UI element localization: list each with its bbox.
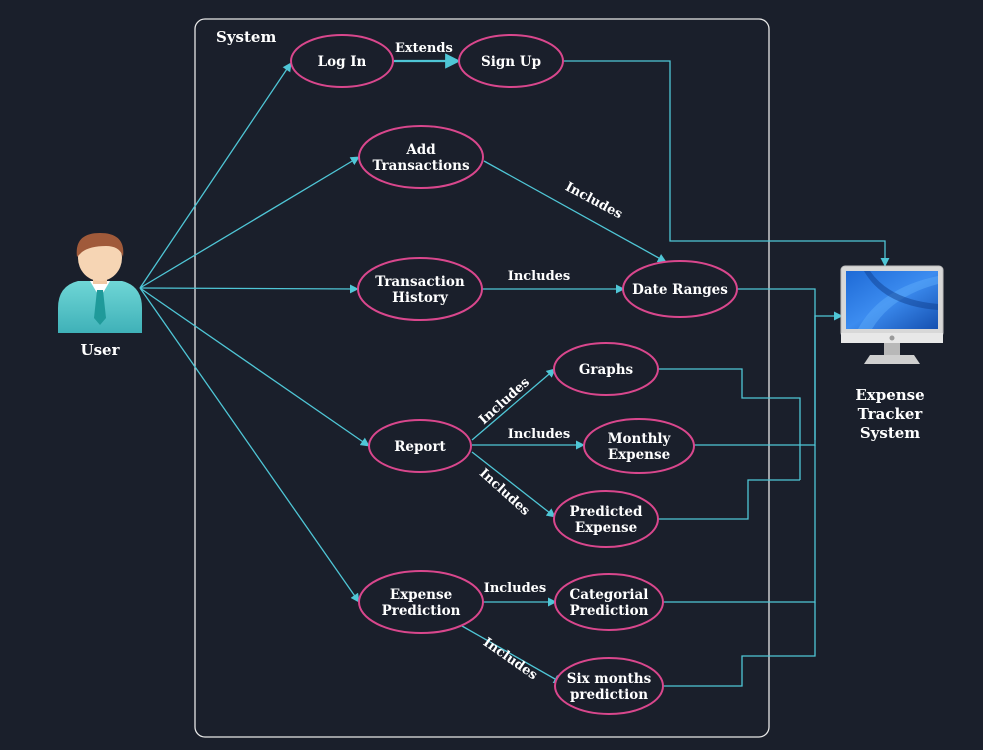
label-include-add-dates: Includes [563, 180, 625, 223]
system-boundary [194, 18, 770, 738]
text-line: Log In [318, 54, 367, 70]
usecase-transaction-history[interactable] [357, 257, 483, 321]
text-line: Monthly [608, 431, 672, 447]
predicted-to-tracker [658, 479, 800, 520]
include-report-predicted-line [471, 451, 556, 518]
usecase-label-login: Log In [318, 54, 367, 70]
assoc-user-report [139, 287, 370, 447]
include-extend-relations [394, 53, 667, 684]
businessman-icon[interactable] [58, 233, 142, 333]
text-line: Expense [390, 587, 452, 603]
text-line: Six months [567, 671, 652, 687]
text-line: Sign Up [481, 54, 541, 70]
usecase-report[interactable] [368, 419, 472, 473]
text-line: Expense [855, 386, 924, 404]
text-line: Predicted [570, 504, 643, 520]
include-report-graphs-line [471, 368, 556, 441]
include-add-dates-line [483, 160, 667, 263]
text-line: Transaction [375, 274, 465, 290]
usecase-label-report: Report [394, 439, 446, 455]
text-line: History [392, 290, 449, 306]
usecase-graphs[interactable] [553, 342, 659, 396]
text-line: Expense [575, 520, 637, 536]
label-include-history-dates: Includes [508, 269, 571, 284]
usecase-expense-prediction[interactable] [358, 570, 484, 634]
usecase-predicted-expense[interactable] [553, 490, 659, 548]
graphs-to-tracker [658, 368, 801, 480]
assoc-user-login [139, 62, 292, 289]
label-include-exp-categ: Includes [484, 581, 547, 596]
text-line: Add [405, 142, 436, 158]
usecase-add-transactions[interactable] [358, 125, 484, 189]
six-to-tracker [664, 602, 816, 687]
usecase-signup[interactable] [458, 34, 564, 88]
user-associations [139, 62, 370, 603]
usecase-label-graphs: Graphs [579, 362, 634, 378]
text-line: Tracker [858, 405, 924, 423]
label-extends: Extends [395, 41, 453, 56]
text-line: Report [394, 439, 446, 455]
text-line: Transactions [372, 158, 469, 174]
user-label: User [81, 341, 121, 359]
use-cases [290, 34, 738, 715]
usecase-login[interactable] [290, 34, 394, 88]
signup-to-tracker [564, 60, 890, 267]
usecase-categorial-prediction[interactable] [554, 573, 664, 631]
usecase-monthly-expense[interactable] [583, 418, 695, 474]
text-line: Prediction [382, 603, 461, 619]
usecase-label-dates: Date Ranges [632, 282, 728, 298]
assoc-user-add [139, 156, 360, 289]
text-line: System [860, 424, 920, 442]
assoc-user-history [139, 284, 359, 294]
usecase-date-ranges[interactable] [622, 260, 738, 318]
text-line: Date Ranges [632, 282, 728, 298]
desktop-monitor-icon[interactable] [840, 265, 944, 364]
label-include-report-monthly: Includes [508, 427, 571, 442]
label-include-exp-six: Includes [480, 635, 540, 683]
text-line: prediction [570, 687, 648, 703]
text-line: Graphs [579, 362, 634, 378]
label-include-report-graphs: Includes [476, 375, 533, 428]
text-line: Prediction [570, 603, 649, 619]
usecase-label-signup: Sign Up [481, 54, 541, 70]
text-line: Expense [608, 447, 670, 463]
usecase-six-months-prediction[interactable] [554, 657, 664, 715]
assoc-user-exppred [139, 287, 360, 603]
text-line: Categorial [570, 587, 649, 603]
monthly-to-tracker [694, 311, 843, 446]
system-connectors [564, 60, 890, 687]
system-label: System [216, 28, 276, 46]
include-exp-six-line [461, 625, 563, 684]
dates-to-tracker [737, 288, 816, 440]
categ-to-tracker [664, 445, 816, 603]
